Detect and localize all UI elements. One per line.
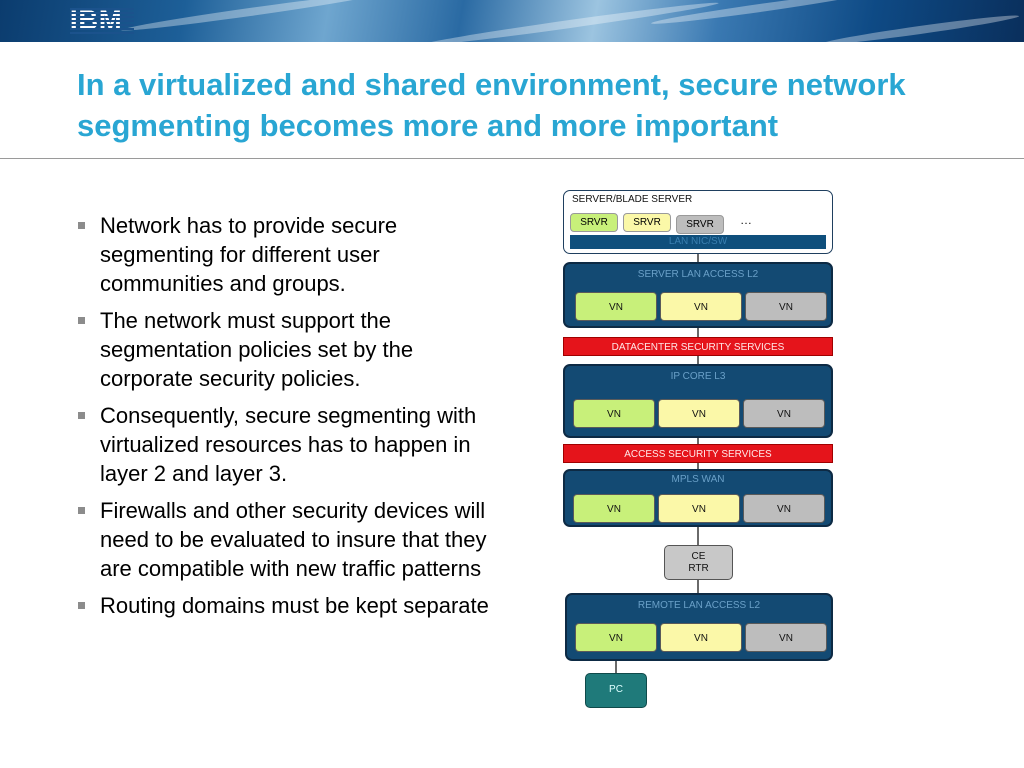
vn-node: VN xyxy=(743,494,825,523)
bullet-item: The network must support the segmentatio… xyxy=(76,306,496,393)
more-servers-ellipsis: … xyxy=(740,213,752,227)
access-security-bar: ACCESS SECURITY SERVICES xyxy=(563,444,833,463)
bullet-item: Routing domains must be kept separate xyxy=(76,591,496,620)
remote-lan-access-layer: REMOTE LAN ACCESS L2 VN VN VN xyxy=(565,593,833,661)
vn-node: VN xyxy=(575,623,657,652)
vn-node: VN xyxy=(573,494,655,523)
connector-line xyxy=(615,660,617,674)
layer-label: REMOTE LAN ACCESS L2 xyxy=(637,600,761,611)
vn-node: VN xyxy=(573,399,655,428)
ce-router-line1: CE xyxy=(691,551,706,562)
lan-nic-switch-bar: LAN NIC/SW xyxy=(570,235,826,249)
vn-node: VN xyxy=(743,399,825,428)
slide-title: In a virtualized and shared environment,… xyxy=(77,67,906,143)
server-blade-box: SERVER/BLADE SERVER SRVR SRVR SRVR … LAN… xyxy=(563,190,833,254)
connector-line xyxy=(697,254,699,264)
bullet-square-icon xyxy=(78,602,85,609)
server-lan-access-layer: SERVER LAN ACCESS L2 VN VN VN xyxy=(563,262,833,328)
connector-line xyxy=(697,437,699,444)
connector-line xyxy=(697,327,699,337)
vn-node: VN xyxy=(575,292,657,321)
bullet-item: Network has to provide secure segmenting… xyxy=(76,211,496,298)
vn-node: VN xyxy=(745,623,827,652)
mpls-wan-layer: MPLS WAN VN VN VN xyxy=(563,469,833,527)
connector-line xyxy=(697,463,699,470)
header-banner: IBM xyxy=(0,0,1024,42)
vn-node: VN xyxy=(658,399,740,428)
ce-router-line2: RTR xyxy=(688,563,709,574)
bullet-square-icon xyxy=(78,412,85,419)
connector-line xyxy=(697,580,699,593)
vn-node: VN xyxy=(745,292,827,321)
srvr-node: SRVR xyxy=(570,213,618,232)
srvr-node: SRVR xyxy=(676,215,724,234)
connector-line xyxy=(697,356,699,365)
bullet-square-icon xyxy=(78,222,85,229)
ce-router-node: CE RTR xyxy=(664,545,733,580)
title-divider xyxy=(0,158,1024,159)
server-blade-label: SERVER/BLADE SERVER xyxy=(572,194,693,205)
layer-label: IP CORE L3 xyxy=(670,371,726,382)
vn-node: VN xyxy=(658,494,740,523)
bullet-item: Consequently, secure segmenting with vir… xyxy=(76,401,496,488)
layer-label: MPLS WAN xyxy=(671,474,725,485)
vn-node: VN xyxy=(660,623,742,652)
ip-core-layer: IP CORE L3 VN VN VN xyxy=(563,364,833,438)
pc-node: PC xyxy=(585,673,647,708)
bullet-list: Network has to provide secure segmenting… xyxy=(76,211,496,628)
datacenter-security-bar: DATACENTER SECURITY SERVICES xyxy=(563,337,833,356)
bullet-item: Firewalls and other security devices wil… xyxy=(76,496,496,583)
srvr-node: SRVR xyxy=(623,213,671,232)
connector-line xyxy=(697,526,699,546)
layer-label: SERVER LAN ACCESS L2 xyxy=(637,269,759,280)
bullet-square-icon xyxy=(78,317,85,324)
vn-node: VN xyxy=(660,292,742,321)
bullet-square-icon xyxy=(78,507,85,514)
